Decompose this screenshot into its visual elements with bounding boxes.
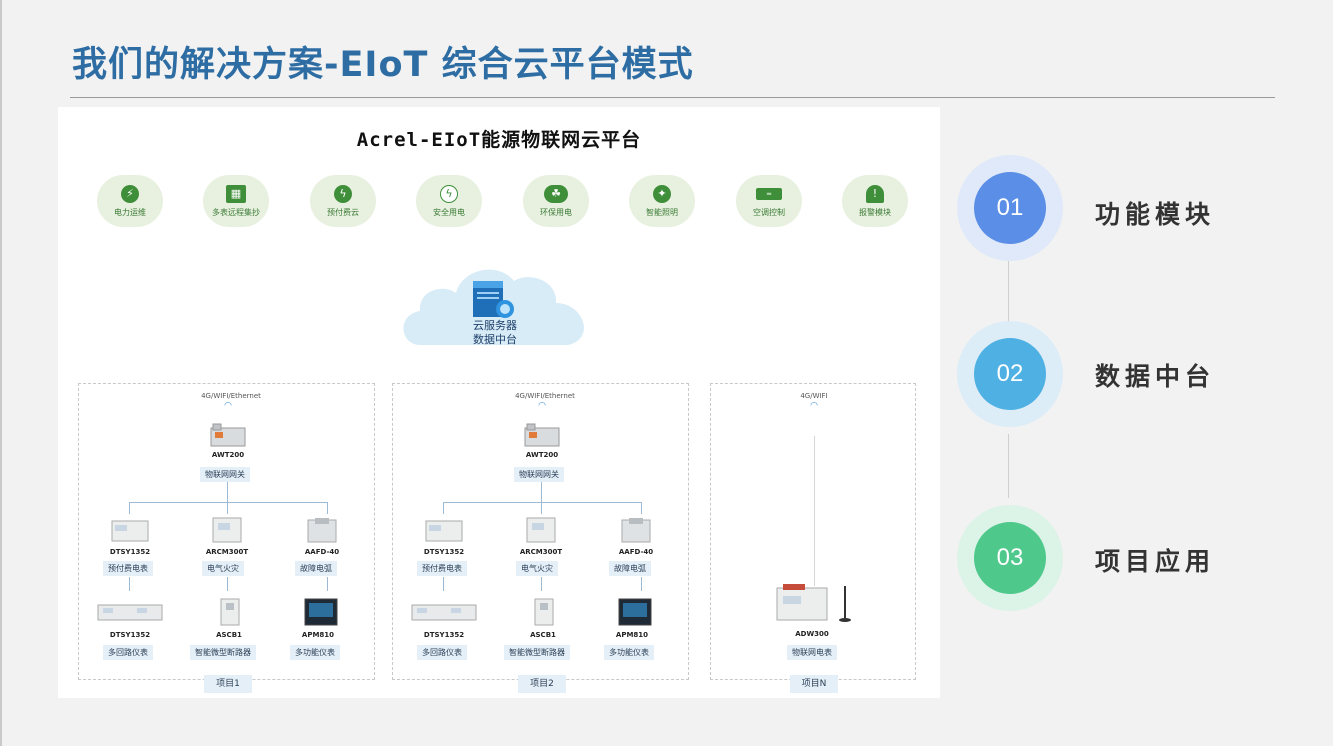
device-tag: 电气火灾 xyxy=(516,561,558,576)
device-model: ASCB1 xyxy=(530,631,556,639)
project-label: 项目N xyxy=(790,675,838,693)
architecture-diagram: Acrel-EIoT能源物联网云平台 ⚡ 电力运维 ▦ 多表远程集抄 ϟ 预付费… xyxy=(58,107,940,698)
module-label: 电力运维 xyxy=(114,208,146,217)
multi-circuit-meter-device xyxy=(97,604,163,621)
module-label: 环保用电 xyxy=(540,208,572,217)
device-tag: 多功能仪表 xyxy=(290,645,340,660)
aircon-icon: ═ xyxy=(756,188,782,200)
module-safe-electricity: ϟ 安全用电 xyxy=(416,175,482,227)
module-aircon-control: ═ 空调控制 xyxy=(736,175,802,227)
module-label: 安全用电 xyxy=(433,208,465,217)
cloud-leaf-icon: ☘ xyxy=(544,185,568,203)
device-tag: 多回路仪表 xyxy=(417,645,467,660)
plug-icon: ⚡ xyxy=(121,185,139,203)
device-model: APM810 xyxy=(615,631,649,639)
module-prepaid-cloud: ϟ 预付费云 xyxy=(310,175,376,227)
device-model: AAFD-40 xyxy=(618,548,654,556)
device-model: DTSY1352 xyxy=(423,548,465,556)
title-divider xyxy=(70,97,1275,98)
slide-title: 我们的解决方案-EIoT 综合云平台模式 xyxy=(72,45,694,85)
gateway-device xyxy=(524,423,560,447)
module-label: 智能照明 xyxy=(646,208,678,217)
device-tag: 预付费电表 xyxy=(103,561,153,576)
device-model: DTSY1352 xyxy=(109,631,151,639)
device-tag: 预付费电表 xyxy=(417,561,467,576)
module-eco-electricity: ☘ 环保用电 xyxy=(523,175,589,227)
server-icon xyxy=(473,281,514,318)
step-02-circle: 02 xyxy=(957,321,1063,427)
module-power-maintenance: ⚡ 电力运维 xyxy=(97,175,163,227)
module-remote-meter-reading: ▦ 多表远程集抄 xyxy=(203,175,269,227)
iot-meter-device xyxy=(776,584,851,622)
module-label: 空调控制 xyxy=(753,208,785,217)
step-number: 03 xyxy=(974,522,1046,594)
step-01-circle: 01 xyxy=(957,155,1063,261)
device-model: ARCM300T xyxy=(519,548,563,556)
gateway-device xyxy=(210,423,246,447)
step-number: 01 xyxy=(974,172,1046,244)
device-tag: 电气火灾 xyxy=(202,561,244,576)
multifunction-meter-device xyxy=(618,598,652,626)
module-alarm: ! 报警模块 xyxy=(842,175,908,227)
device-model: DTSY1352 xyxy=(109,548,151,556)
platform-title: Acrel-EIoT能源物联网云平台 xyxy=(356,129,642,151)
gateway-model: AWT200 xyxy=(525,451,559,459)
device-tag: 物联网电表 xyxy=(787,645,837,660)
siren-icon: ! xyxy=(866,185,884,203)
shield-icon: ϟ xyxy=(440,185,458,203)
device-tag: 多功能仪表 xyxy=(604,645,654,660)
breaker-device xyxy=(534,598,554,626)
step-01-label: 功能模块 xyxy=(1095,200,1216,229)
network-label: 4G/WIFI xyxy=(800,392,828,400)
project-1-panel: 4G/WIFI/Ethernet ◠ AWT200 物联网网关 DTSY1352… xyxy=(78,383,375,693)
cloud-label: 云服务器 数据中台 xyxy=(473,319,517,346)
network-label: 4G/WIFI/Ethernet xyxy=(201,392,261,400)
project-2-panel: 4G/WIFI/Ethernet ◠ AWT200 物联网网关 DTSY1352… xyxy=(392,383,689,693)
module-label: 报警模块 xyxy=(859,208,891,217)
device-model: ARCM300T xyxy=(205,548,249,556)
wifi-icon: ◠ xyxy=(810,401,818,411)
module-smart-lighting: ✦ 智能照明 xyxy=(629,175,695,227)
prepaid-meter-device xyxy=(111,520,149,542)
project-label: 项目1 xyxy=(204,675,252,693)
step-connector xyxy=(1008,261,1009,323)
step-connector xyxy=(1008,434,1009,498)
arc-fault-device xyxy=(307,518,337,543)
gateway-model: AWT200 xyxy=(211,451,245,459)
device-model: ADW300 xyxy=(795,630,829,638)
step-03-circle: 03 xyxy=(957,505,1063,611)
step-03-label: 项目应用 xyxy=(1095,547,1216,576)
multi-circuit-meter-device xyxy=(411,604,477,621)
device-model: APM810 xyxy=(301,631,335,639)
device-tag: 多回路仪表 xyxy=(103,645,153,660)
network-label: 4G/WIFI/Ethernet xyxy=(515,392,575,400)
device-model: ASCB1 xyxy=(216,631,242,639)
device-model: DTSY1352 xyxy=(423,631,465,639)
meter-icon: ▦ xyxy=(226,185,246,203)
wifi-icon: ◠ xyxy=(538,401,546,411)
device-tag: 故障电弧 xyxy=(609,561,651,576)
prepaid-meter-device xyxy=(425,520,463,542)
multifunction-meter-device xyxy=(304,598,338,626)
project-label: 项目2 xyxy=(518,675,566,693)
bulb-icon: ✦ xyxy=(653,185,671,203)
gateway-tag: 物联网网关 xyxy=(514,467,564,482)
fire-monitor-device xyxy=(212,517,242,543)
step-02-label: 数据中台 xyxy=(1095,362,1216,391)
device-tag: 故障电弧 xyxy=(295,561,337,576)
wifi-icon: ◠ xyxy=(224,401,232,411)
device-tag: 智能微型断路器 xyxy=(190,645,256,660)
device-tag: 智能微型断路器 xyxy=(504,645,570,660)
gateway-tag: 物联网网关 xyxy=(200,467,250,482)
module-label: 多表远程集抄 xyxy=(212,208,260,217)
step-number: 02 xyxy=(974,338,1046,410)
fire-monitor-device xyxy=(526,517,556,543)
device-model: AAFD-40 xyxy=(304,548,340,556)
module-label: 预付费云 xyxy=(327,208,359,217)
breaker-device xyxy=(220,598,240,626)
project-n-panel: 4G/WIFI ◠ ADW300 物联网电表 项目N xyxy=(710,383,916,693)
arc-fault-device xyxy=(621,518,651,543)
bolt-icon: ϟ xyxy=(334,185,352,203)
